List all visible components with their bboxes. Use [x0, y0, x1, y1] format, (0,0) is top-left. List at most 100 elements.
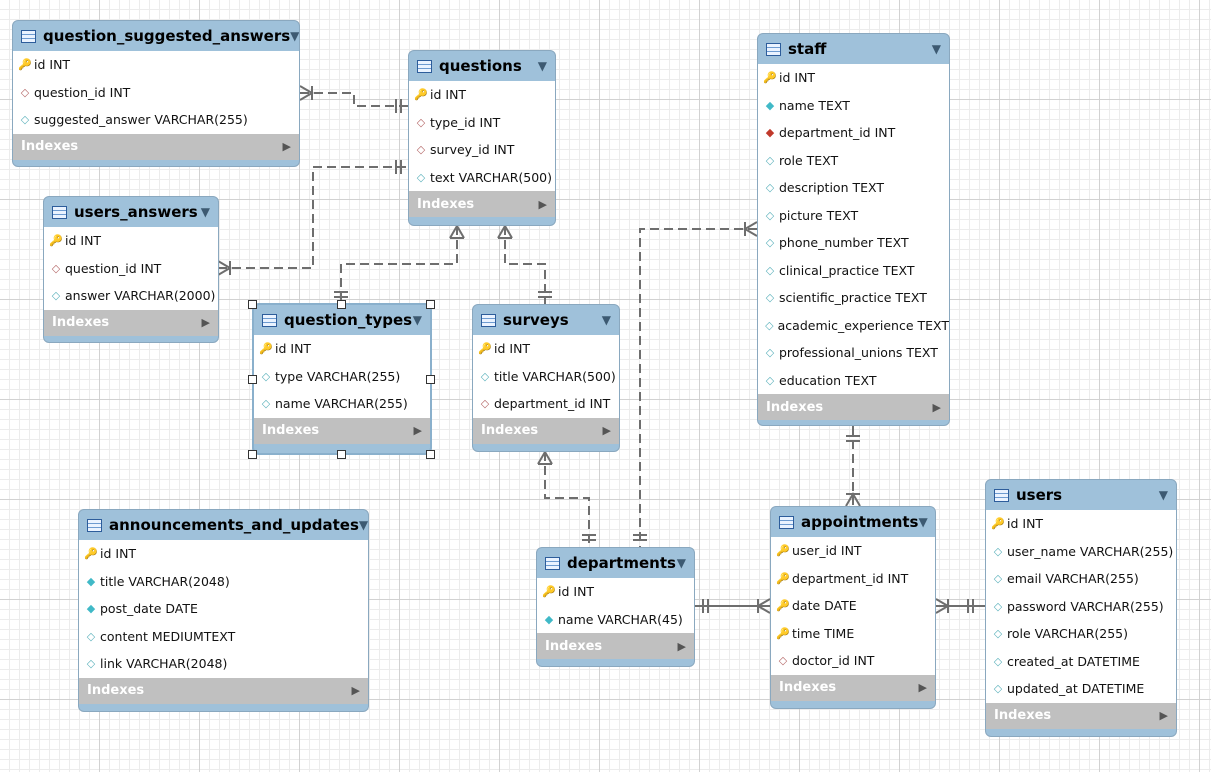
indexes-section[interactable]: Indexes▶: [986, 702, 1176, 729]
indexes-section[interactable]: Indexes▶: [254, 417, 430, 444]
expand-arrow-icon[interactable]: ▶: [602, 424, 611, 437]
column-row[interactable]: 🔑user_id INT: [771, 537, 935, 565]
collapse-arrow-icon[interactable]: ▼: [290, 29, 300, 43]
column-row[interactable]: ◇department_id INT: [473, 390, 619, 418]
column-row[interactable]: ◇content MEDIUMTEXT: [79, 623, 368, 651]
column-row[interactable]: 🔑time TIME: [771, 620, 935, 648]
indexes-section[interactable]: Indexes▶: [771, 674, 935, 701]
column-row[interactable]: ◇clinical_practice TEXT: [758, 257, 949, 285]
column-row[interactable]: ◇title VARCHAR(500): [473, 363, 619, 391]
table-header[interactable]: question_suggested_answers ▼: [13, 21, 299, 51]
collapse-arrow-icon[interactable]: ▼: [537, 59, 547, 73]
expand-arrow-icon[interactable]: ▶: [282, 140, 291, 153]
column-row[interactable]: ◇question_id INT: [44, 255, 218, 283]
column-row[interactable]: ◇link VARCHAR(2048): [79, 650, 368, 678]
expand-arrow-icon[interactable]: ▶: [677, 639, 686, 653]
table-questions[interactable]: questions ▼ 🔑id INT ◇type_id INT ◇survey…: [408, 50, 556, 226]
column-row[interactable]: ◇answer VARCHAR(2000): [44, 282, 218, 310]
collapse-arrow-icon[interactable]: ▼: [1158, 488, 1168, 502]
column-row[interactable]: 🔑id INT: [13, 51, 299, 79]
column-row[interactable]: 🔑id INT: [537, 578, 694, 606]
expand-arrow-icon[interactable]: ▶: [413, 424, 422, 437]
table-header[interactable]: staff ▼: [758, 34, 949, 64]
column-row[interactable]: 🔑id INT: [758, 64, 949, 92]
table-question-suggested-answers[interactable]: question_suggested_answers ▼ 🔑id INT ◇qu…: [12, 20, 300, 167]
column-row[interactable]: ◇role VARCHAR(255): [986, 620, 1176, 648]
resize-handle[interactable]: [426, 300, 435, 309]
collapse-arrow-icon[interactable]: ▼: [200, 205, 210, 219]
table-staff[interactable]: staff ▼ 🔑id INT ◆name TEXT ◆department_i…: [757, 33, 950, 426]
column-row[interactable]: 🔑id INT: [79, 540, 368, 568]
collapse-arrow-icon[interactable]: ▼: [601, 313, 611, 327]
table-surveys[interactable]: surveys ▼ 🔑id INT ◇title VARCHAR(500) ◇d…: [472, 304, 620, 452]
indexes-section[interactable]: Indexes▶: [473, 417, 619, 444]
column-row[interactable]: 🔑id INT: [986, 510, 1176, 538]
column-row[interactable]: ◇professional_unions TEXT: [758, 339, 949, 367]
column-row[interactable]: ◆name VARCHAR(45): [537, 606, 694, 634]
column-row[interactable]: ◇updated_at DATETIME: [986, 675, 1176, 703]
table-header[interactable]: users ▼: [986, 480, 1176, 510]
table-header[interactable]: users_answers ▼: [44, 197, 218, 227]
table-header[interactable]: surveys ▼: [473, 305, 619, 335]
column-row[interactable]: ◇name VARCHAR(255): [254, 390, 430, 418]
column-row[interactable]: ◇description TEXT: [758, 174, 949, 202]
column-row[interactable]: ◇phone_number TEXT: [758, 229, 949, 257]
relationship-line[interactable]: [299, 85, 408, 113]
relationship-line[interactable]: [695, 598, 771, 614]
table-question-types[interactable]: question_types ▼ 🔑id INT ◇type VARCHAR(2…: [252, 303, 432, 455]
column-row[interactable]: ◇question_id INT: [13, 79, 299, 107]
column-row[interactable]: ◇survey_id INT: [409, 136, 555, 164]
table-header[interactable]: questions ▼: [409, 51, 555, 81]
relationship-line[interactable]: [935, 598, 985, 614]
indexes-section[interactable]: Indexes▶: [409, 191, 555, 217]
column-row[interactable]: ◆department_id INT: [758, 119, 949, 147]
column-row[interactable]: ◇type_id INT: [409, 109, 555, 137]
column-row[interactable]: 🔑date DATE: [771, 592, 935, 620]
resize-handle[interactable]: [426, 450, 435, 459]
resize-handle[interactable]: [337, 300, 346, 309]
column-row[interactable]: ◆name TEXT: [758, 92, 949, 120]
indexes-section[interactable]: Indexes▶: [79, 677, 368, 704]
resize-handle[interactable]: [248, 450, 257, 459]
resize-handle[interactable]: [426, 375, 435, 384]
expand-arrow-icon[interactable]: ▶: [1159, 709, 1168, 722]
table-header[interactable]: departments ▼: [537, 548, 694, 578]
column-row[interactable]: ◇picture TEXT: [758, 202, 949, 230]
column-row[interactable]: ◇doctor_id INT: [771, 647, 935, 675]
collapse-arrow-icon[interactable]: ▼: [358, 518, 369, 532]
indexes-section[interactable]: Indexes▶: [44, 309, 218, 336]
table-departments[interactable]: departments ▼ 🔑id INT ◆name VARCHAR(45) …: [536, 547, 695, 667]
column-row[interactable]: ◇type VARCHAR(255): [254, 363, 430, 391]
column-row[interactable]: ◇text VARCHAR(500): [409, 164, 555, 192]
expand-arrow-icon[interactable]: ▶: [351, 684, 360, 697]
column-row[interactable]: ◇created_at DATETIME: [986, 648, 1176, 676]
column-row[interactable]: ◇role TEXT: [758, 147, 949, 175]
table-header[interactable]: appointments ▼: [771, 507, 935, 537]
expand-arrow-icon[interactable]: ▶: [918, 681, 927, 694]
column-row[interactable]: ◇email VARCHAR(255): [986, 565, 1176, 593]
column-row[interactable]: ◇academic_experience TEXT: [758, 312, 949, 340]
resize-handle[interactable]: [248, 375, 257, 384]
table-appointments[interactable]: appointments ▼ 🔑user_id INT 🔑department_…: [770, 506, 936, 709]
column-row[interactable]: 🔑id INT: [44, 227, 218, 255]
column-row[interactable]: ◇suggested_answer VARCHAR(255): [13, 106, 299, 134]
indexes-section[interactable]: Indexes▶: [758, 394, 949, 420]
resize-handle[interactable]: [248, 300, 257, 309]
indexes-section[interactable]: Indexes▶: [13, 133, 299, 160]
relationship-line[interactable]: [217, 160, 408, 276]
relationship-line[interactable]: [537, 450, 596, 547]
column-row[interactable]: ◇password VARCHAR(255): [986, 593, 1176, 621]
relationship-line[interactable]: [633, 221, 758, 547]
column-row[interactable]: ◆title VARCHAR(2048): [79, 568, 368, 596]
expand-arrow-icon[interactable]: ▶: [538, 197, 547, 211]
collapse-arrow-icon[interactable]: ▼: [918, 515, 928, 529]
column-row[interactable]: 🔑id INT: [254, 335, 430, 363]
column-row[interactable]: 🔑id INT: [409, 81, 555, 109]
column-row[interactable]: ◇scientific_practice TEXT: [758, 284, 949, 312]
column-row[interactable]: 🔑department_id INT: [771, 565, 935, 593]
expand-arrow-icon[interactable]: ▶: [932, 400, 941, 414]
relationship-line[interactable]: [497, 224, 552, 304]
column-row[interactable]: 🔑id INT: [473, 335, 619, 363]
collapse-arrow-icon[interactable]: ▼: [931, 42, 941, 56]
collapse-arrow-icon[interactable]: ▼: [676, 556, 686, 570]
